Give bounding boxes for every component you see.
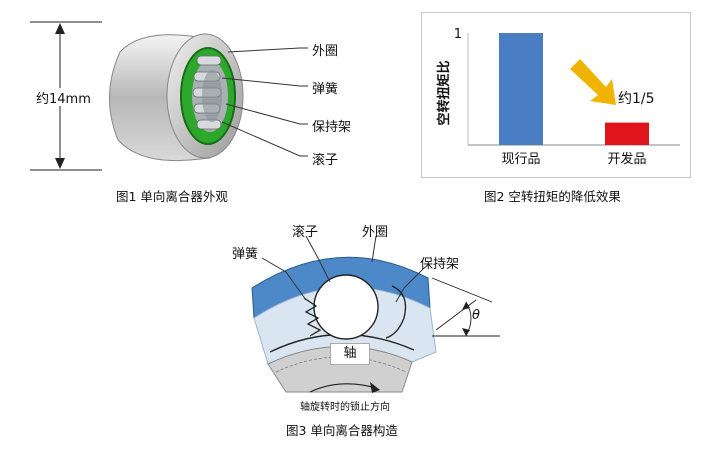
bar-developed-product [605,122,649,145]
x-tick-label-developed: 开发品 [607,151,646,167]
fig3-label-shaft: 轴 [330,343,370,365]
theta-symbol: θ [472,308,480,323]
dimension-arrow-down-icon [55,158,65,169]
fig1-label-outer-ring: 外圈 [312,44,339,59]
y-axis-label: 空转扭矩比 [436,60,452,125]
fig1-label-roller: 滚子 [312,153,339,168]
chart-frame: 空转扭矩比 1 现行品 开发品 约1/5 [421,12,691,178]
roller-circle [313,274,379,340]
fig1-label-cage: 保持架 [312,120,352,135]
bar-current-product [499,33,543,145]
figure3-illustration [251,235,500,393]
bar-chart: 空转扭矩比 1 现行品 开发品 约1/5 [436,27,680,167]
fig3-label-cage: 保持架 [420,257,460,272]
lock-direction-arrow [309,383,377,393]
fig3-label-spring: 弹簧 [232,247,259,262]
lock-direction-label: 轴旋转时的锁止方向 [300,402,390,413]
lock-direction-arrowhead-icon [370,382,380,393]
x-tick-label-current: 现行品 [501,152,540,167]
dimension-arrow-up-icon [55,23,65,34]
theta-line-upper [431,277,493,303]
figure1-caption: 图1 单向离合器外观 [116,189,228,204]
reduction-arrow-icon [570,59,616,105]
one-way-clutch-render [109,33,244,162]
fig1-label-spring: 弹簧 [312,82,339,97]
fig3-label-outer-ring: 外圈 [362,225,389,240]
dimension-label: 约14mm [36,92,91,107]
fig3-label-roller: 滚子 [292,225,319,240]
spring-zigzag [303,297,322,337]
y-tick-label: 1 [454,27,462,42]
figure3-caption: 图3 单向离合器构造 [286,423,398,438]
reduction-annotation: 约1/5 [618,91,655,107]
figure1-leaders [221,47,308,157]
figure2-caption: 图2 空转扭矩的降低效果 [484,189,621,204]
